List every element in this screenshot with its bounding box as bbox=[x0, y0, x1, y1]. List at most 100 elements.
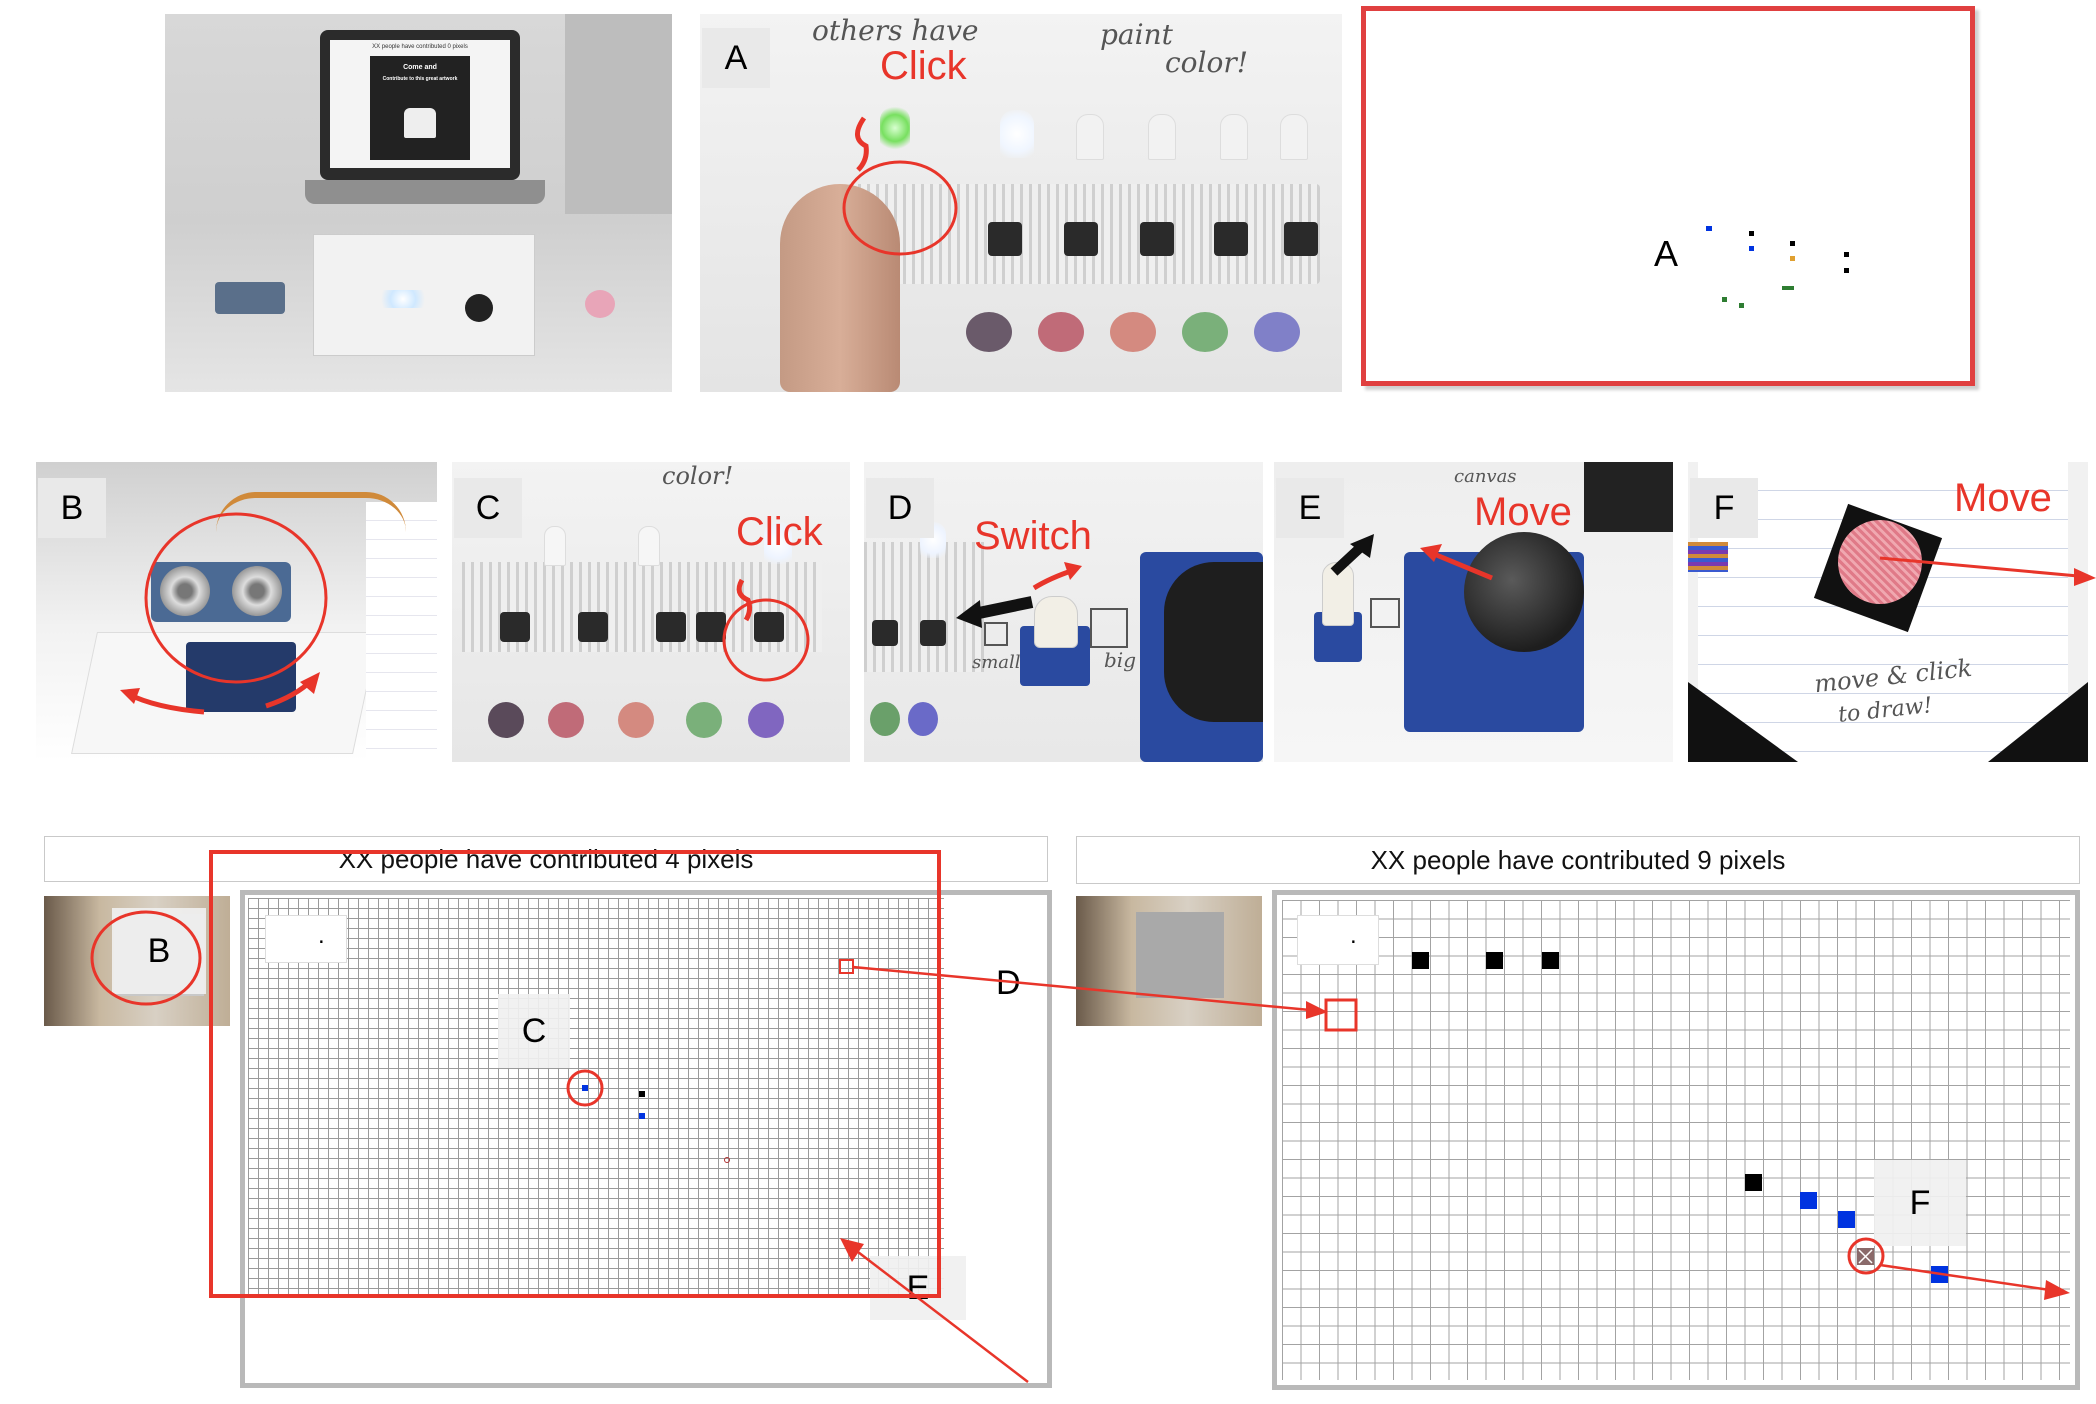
laptop-screen: XX people have contributed 0 pixels Come… bbox=[330, 40, 510, 168]
right-pixel-black-3 bbox=[1542, 952, 1559, 969]
joystick-knob-d bbox=[1164, 562, 1263, 722]
photo-c-buttons: color! bbox=[452, 462, 850, 762]
preview-pixel-green-2 bbox=[1722, 297, 1727, 302]
callout-circle-c bbox=[566, 1069, 604, 1107]
right-panel-title: XX people have contributed 9 pixels bbox=[1076, 836, 2080, 884]
size-box-small bbox=[984, 622, 1008, 646]
handwritten-e-canvas: canvas bbox=[1454, 466, 1517, 487]
switch-arrow-black-e bbox=[1330, 542, 1366, 576]
callout-circle-b bbox=[90, 910, 202, 1006]
callout-f-arrow bbox=[1879, 1263, 2051, 1292]
right-brush-preview: . bbox=[1297, 915, 1379, 965]
white-led-4 bbox=[1220, 114, 1248, 160]
preview-pixel-orange bbox=[1790, 256, 1795, 261]
color-swatch-c2 bbox=[548, 702, 584, 738]
right-canvas-grid bbox=[1282, 900, 2070, 1380]
joystick-small bbox=[465, 294, 493, 322]
finger bbox=[780, 184, 900, 392]
wall-panel bbox=[565, 14, 672, 214]
left-pixel-blue-2 bbox=[639, 1113, 645, 1119]
action-label-switch-d: Switch bbox=[974, 514, 1092, 558]
left-visible-region-box bbox=[209, 850, 941, 1298]
hands-icon bbox=[404, 108, 436, 138]
panel-label-c: C bbox=[454, 478, 522, 538]
annotation-a bbox=[842, 116, 958, 256]
color-swatch-c1 bbox=[488, 702, 524, 738]
white-led-c1 bbox=[544, 526, 566, 566]
photo-a-buttons: others have paint color! bbox=[700, 14, 1342, 392]
annotation-c bbox=[722, 578, 810, 682]
panel-label-b: B bbox=[38, 478, 106, 538]
left-callout-e: E bbox=[870, 1256, 966, 1320]
push-button-5 bbox=[1284, 222, 1318, 256]
sensor-board bbox=[215, 282, 285, 314]
left-brush-dot: . bbox=[318, 922, 325, 949]
laptop-base bbox=[305, 180, 545, 204]
sensor-circle-b bbox=[144, 512, 328, 684]
right-canvas-frame: . bbox=[1272, 890, 2080, 1390]
push-button-c4 bbox=[696, 612, 726, 642]
preview-pixel-black-4 bbox=[1844, 268, 1849, 273]
green-led bbox=[880, 106, 910, 150]
click-arrow-c bbox=[736, 578, 753, 622]
white-led-3 bbox=[1148, 114, 1176, 160]
preview-pixel-blue-1 bbox=[1706, 226, 1712, 231]
right-cursor bbox=[1857, 1248, 1874, 1265]
handwritten-d-big: big bbox=[1104, 648, 1137, 672]
ultrasonic-eye-left bbox=[160, 566, 210, 616]
click-circle-a bbox=[842, 160, 958, 256]
left-cursor bbox=[724, 1157, 730, 1163]
right-pixel-black-1 bbox=[1412, 952, 1429, 969]
left-callout-c: C bbox=[498, 994, 570, 1068]
action-label-move-f: Move bbox=[1954, 476, 2052, 520]
preview-pixel-green-3 bbox=[1739, 303, 1744, 308]
joystick-knob-e bbox=[1464, 532, 1584, 652]
handwritten-a2: paint bbox=[1100, 18, 1173, 51]
push-button-3 bbox=[1140, 222, 1174, 256]
push-button-4 bbox=[1214, 222, 1248, 256]
white-led-c3 bbox=[764, 522, 792, 564]
push-button-2 bbox=[1064, 222, 1098, 256]
annotation-f bbox=[1879, 556, 2096, 586]
screen-a-label: A bbox=[1654, 233, 1679, 274]
left-brush-preview: . bbox=[265, 915, 347, 963]
color-swatch-c3 bbox=[618, 702, 654, 738]
color-swatch-d2 bbox=[908, 702, 938, 736]
action-label-move-e: Move bbox=[1474, 490, 1572, 534]
push-button-c1 bbox=[500, 612, 530, 642]
push-button-c3 bbox=[656, 612, 686, 642]
dark-case-e bbox=[1584, 462, 1673, 532]
push-button-1 bbox=[988, 222, 1022, 256]
annotation-b bbox=[120, 512, 328, 715]
move-arrow-f bbox=[1879, 556, 2079, 578]
cursor-x-icon bbox=[1858, 1249, 1873, 1264]
push-button-d2 bbox=[920, 620, 946, 646]
right-brush-dot: . bbox=[1350, 922, 1357, 949]
click-circle-c bbox=[722, 598, 810, 682]
size-box-e bbox=[1370, 598, 1400, 628]
panel-label-f: F bbox=[1690, 478, 1758, 538]
breadboard-d bbox=[864, 542, 984, 672]
color-swatch-orange bbox=[1110, 312, 1156, 352]
callout-e-arrow bbox=[857, 1251, 1029, 1383]
left-callout-b: B bbox=[112, 908, 206, 994]
sensor-wires-b bbox=[216, 492, 406, 568]
ultrasonic-eye-right bbox=[232, 566, 282, 616]
left-pixel-blue-1 bbox=[582, 1085, 588, 1091]
white-led-5 bbox=[1280, 114, 1308, 160]
panel-label-e: E bbox=[1276, 478, 1344, 538]
preview-pixel-black-2 bbox=[1790, 241, 1795, 246]
color-swatch-c4 bbox=[686, 702, 722, 738]
color-swatch-c5 bbox=[748, 702, 784, 738]
handwritten-a3: color! bbox=[1165, 46, 1248, 79]
left-canvas-grid bbox=[248, 898, 944, 1294]
callout-d-arrow bbox=[852, 965, 1311, 1012]
left-pixel-black bbox=[639, 1091, 645, 1097]
callout-circle-f bbox=[1847, 1237, 1885, 1275]
handwritten-d-small: small bbox=[972, 652, 1021, 673]
right-callout-f: F bbox=[1874, 1160, 1966, 1246]
panel-label-d: D bbox=[866, 478, 934, 538]
handwritten-c1: color! bbox=[662, 462, 734, 490]
color-swatch-green bbox=[1182, 312, 1228, 352]
preview-pixel-black-3 bbox=[1844, 252, 1849, 257]
